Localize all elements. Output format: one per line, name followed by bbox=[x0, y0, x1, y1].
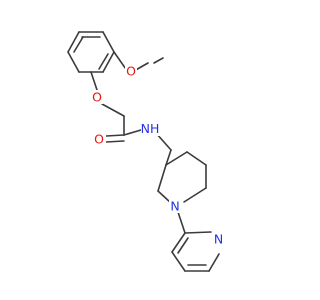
atom-n-piperidine: N bbox=[169, 199, 181, 214]
atom-n-amide: NH bbox=[141, 121, 160, 136]
bond bbox=[67, 31, 80, 53]
atom-label: N bbox=[170, 199, 179, 214]
bond bbox=[73, 36, 84, 53]
bond bbox=[171, 232, 186, 253]
atom-label: O bbox=[126, 64, 136, 79]
bond bbox=[165, 149, 172, 166]
bond bbox=[98, 53, 109, 70]
bond bbox=[105, 140, 125, 143]
atom-label: O bbox=[94, 132, 104, 147]
bond bbox=[177, 211, 186, 234]
bond bbox=[171, 251, 186, 272]
bond bbox=[208, 253, 220, 272]
bond bbox=[157, 190, 172, 204]
bond bbox=[101, 103, 125, 117]
bond bbox=[153, 57, 164, 64]
structure-diagram: O O O NH N N bbox=[67, 31, 225, 272]
atom-n-pyridine: N bbox=[212, 232, 225, 247]
bond bbox=[165, 151, 188, 166]
atom-label: O bbox=[92, 90, 102, 105]
atom-o-methoxy: O bbox=[125, 64, 137, 79]
bond-layer bbox=[67, 31, 220, 272]
atom-o-ether: O bbox=[91, 90, 103, 105]
bond bbox=[67, 51, 80, 73]
bond bbox=[123, 129, 142, 136]
bond bbox=[157, 164, 167, 192]
molecule-canvas: O O O NH N N bbox=[67, 31, 225, 272]
bond bbox=[105, 134, 125, 137]
bond bbox=[184, 231, 212, 234]
bond bbox=[186, 151, 207, 166]
bond bbox=[177, 237, 189, 254]
bond bbox=[90, 71, 98, 91]
bond bbox=[102, 51, 115, 73]
atom-label: NH bbox=[141, 121, 160, 136]
atom-o-carbonyl: O bbox=[92, 132, 106, 147]
atom-label: N bbox=[214, 232, 223, 247]
atom-layer: O O O NH N N bbox=[91, 64, 225, 247]
bond bbox=[102, 31, 115, 53]
bond bbox=[183, 187, 207, 203]
